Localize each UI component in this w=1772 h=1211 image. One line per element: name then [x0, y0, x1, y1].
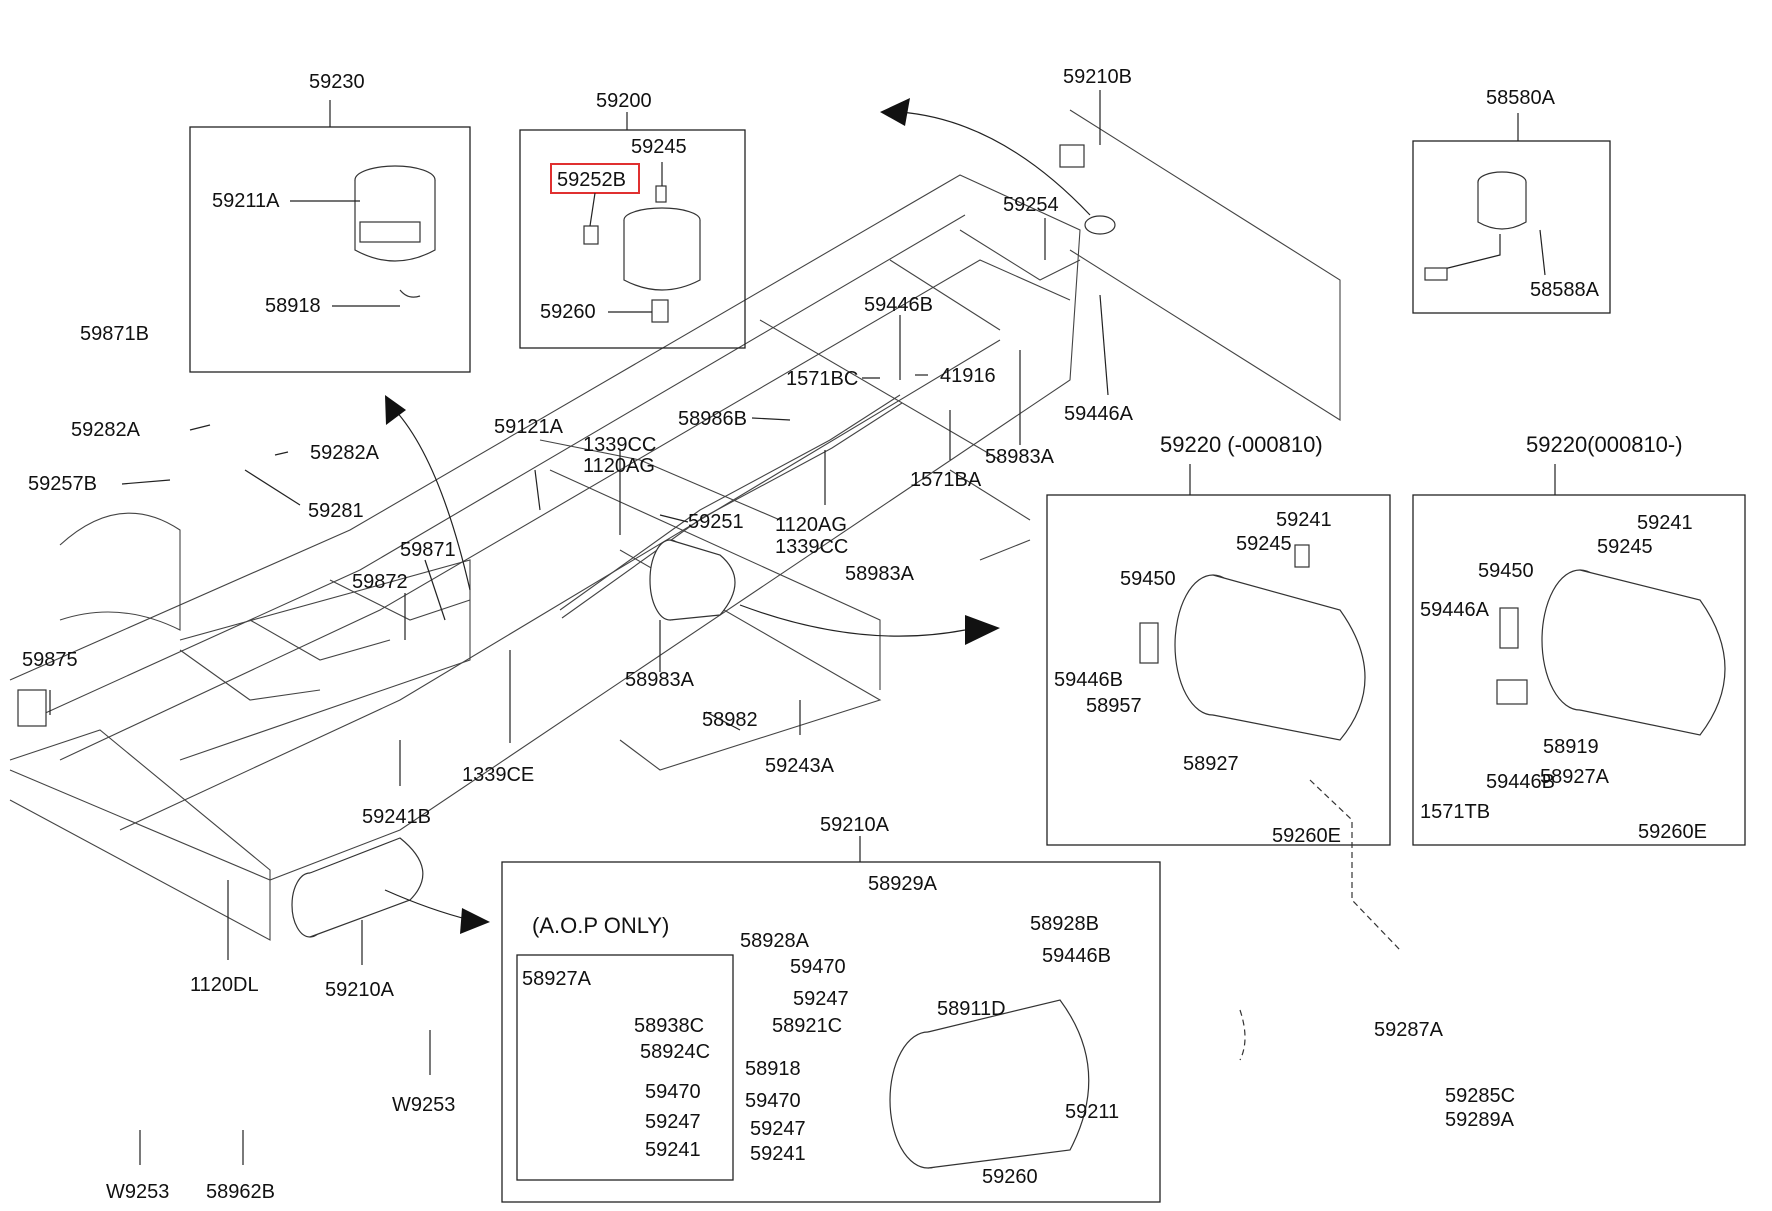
part-label: 59872	[352, 571, 408, 593]
part-label: 59450	[1120, 568, 1176, 590]
part-label: 59871B	[80, 323, 149, 345]
part-label: 58927A	[522, 968, 592, 990]
part-label: 58929A	[868, 873, 938, 895]
part-label: 58957	[1086, 695, 1142, 717]
part-label: 59245	[1597, 536, 1653, 558]
part-label: 58962B	[206, 1181, 275, 1203]
part-label: 59252B	[557, 169, 626, 191]
box-title-59230: 59230	[309, 71, 365, 93]
part-label: 1571BA	[910, 469, 982, 491]
part-label: 58983A	[985, 446, 1055, 468]
part-label: 1339CE	[462, 764, 534, 786]
part-label: 1571TB	[1420, 801, 1490, 823]
part-label: 59241	[1637, 512, 1693, 534]
part-label: 59254	[1003, 194, 1059, 216]
part-label: 59446A	[1420, 599, 1490, 621]
aop-only-label: (A.O.P ONLY)	[532, 913, 669, 938]
part-label: 59241	[1276, 509, 1332, 531]
inset-59210A	[501, 836, 1246, 1203]
part-label: 1120AG	[583, 455, 655, 477]
box-title-59210A: 59210A	[820, 814, 890, 836]
part-labels: 59211A 58918 59245 59252B 59260 59210B 5…	[22, 66, 1707, 1203]
box-title-59220-early: 59220 (-000810)	[1160, 432, 1323, 457]
part-label: 59446B	[1042, 945, 1111, 967]
part-label: 59285C	[1445, 1085, 1515, 1107]
leader-lines	[49, 90, 1546, 1165]
part-label: 58588A	[1530, 279, 1600, 301]
box-titles: 59230 59200 58580A 59220 (-000810) 59220…	[309, 71, 1683, 938]
part-label: 59446B	[1486, 771, 1555, 793]
part-label: 1339CC	[583, 434, 656, 456]
part-label: 59241B	[362, 806, 431, 828]
part-label: 59247	[645, 1111, 701, 1133]
part-label: 59470	[745, 1090, 801, 1112]
part-label: 1120AG	[775, 514, 847, 536]
part-label: 59446B	[1054, 669, 1123, 691]
part-label: 58927A	[1540, 766, 1610, 788]
inset-59230	[189, 100, 471, 373]
part-label: 41916	[940, 365, 996, 387]
part-label: W9253	[392, 1094, 455, 1116]
part-label: 59260	[540, 301, 596, 323]
part-label: 59243A	[765, 755, 835, 777]
callout-arrows	[384, 98, 1091, 934]
part-label: 59245	[1236, 533, 1292, 555]
part-label: 58938C	[634, 1015, 704, 1037]
part-label: 1339CC	[775, 536, 848, 558]
part-label: 58918	[265, 295, 321, 317]
chassis-frame	[9, 109, 1341, 941]
part-label: 59470	[645, 1081, 701, 1103]
part-label: 59241	[750, 1143, 806, 1165]
part-label: 58982	[702, 709, 758, 731]
part-label: 59446B	[864, 294, 933, 316]
main-parts	[17, 144, 1116, 938]
inset-59200	[519, 112, 746, 349]
part-label: 59450	[1478, 560, 1534, 582]
inset-58580A	[1412, 113, 1611, 314]
part-label: 59871	[400, 539, 456, 561]
part-label: 58928A	[740, 930, 810, 952]
part-label: 59121A	[494, 416, 564, 438]
part-label: 59446A	[1064, 403, 1134, 425]
part-label: 58924C	[640, 1041, 710, 1063]
part-label: 58918	[745, 1058, 801, 1080]
box-title-58580A: 58580A	[1486, 87, 1556, 109]
part-label: 59241	[645, 1139, 701, 1161]
part-label: 59211A	[212, 190, 280, 212]
part-label: 58927	[1183, 753, 1239, 775]
inset-59220-late	[1412, 464, 1746, 846]
part-label: 59287A	[1374, 1019, 1444, 1041]
part-label: W9253	[106, 1181, 169, 1203]
part-label: 59282A	[310, 442, 380, 464]
part-label: 58921C	[772, 1015, 842, 1037]
part-label: 1120DL	[190, 974, 259, 996]
part-label: 58983A	[625, 669, 695, 691]
part-label: 59281	[308, 500, 364, 522]
inset-59220-early	[1046, 464, 1401, 951]
part-label: 59875	[22, 649, 78, 671]
box-title-59200: 59200	[596, 90, 652, 112]
part-label: 58928B	[1030, 913, 1099, 935]
part-label: 59245	[631, 136, 687, 158]
box-title-59220-late: 59220(000810-)	[1526, 432, 1683, 457]
part-label: 59282A	[71, 419, 141, 441]
part-label: 59289A	[1445, 1109, 1515, 1131]
part-label: 59260E	[1638, 821, 1707, 843]
part-label: 58983A	[845, 563, 915, 585]
part-label: 59211	[1065, 1101, 1119, 1123]
part-label: 59260E	[1272, 825, 1341, 847]
part-label: 59247	[750, 1118, 806, 1140]
part-label: 1571BC	[786, 368, 858, 390]
part-label: 59251	[688, 511, 744, 533]
part-label: 58986B	[678, 408, 747, 430]
part-label: 58911D	[937, 998, 1006, 1020]
part-label: 59210B	[1063, 66, 1132, 88]
part-label: 59260	[982, 1166, 1038, 1188]
part-label: 59470	[790, 956, 846, 978]
part-label: 58919	[1543, 736, 1599, 758]
part-label: 59257B	[28, 473, 97, 495]
part-label: 59210A	[325, 979, 395, 1001]
part-label: 59247	[793, 988, 849, 1010]
